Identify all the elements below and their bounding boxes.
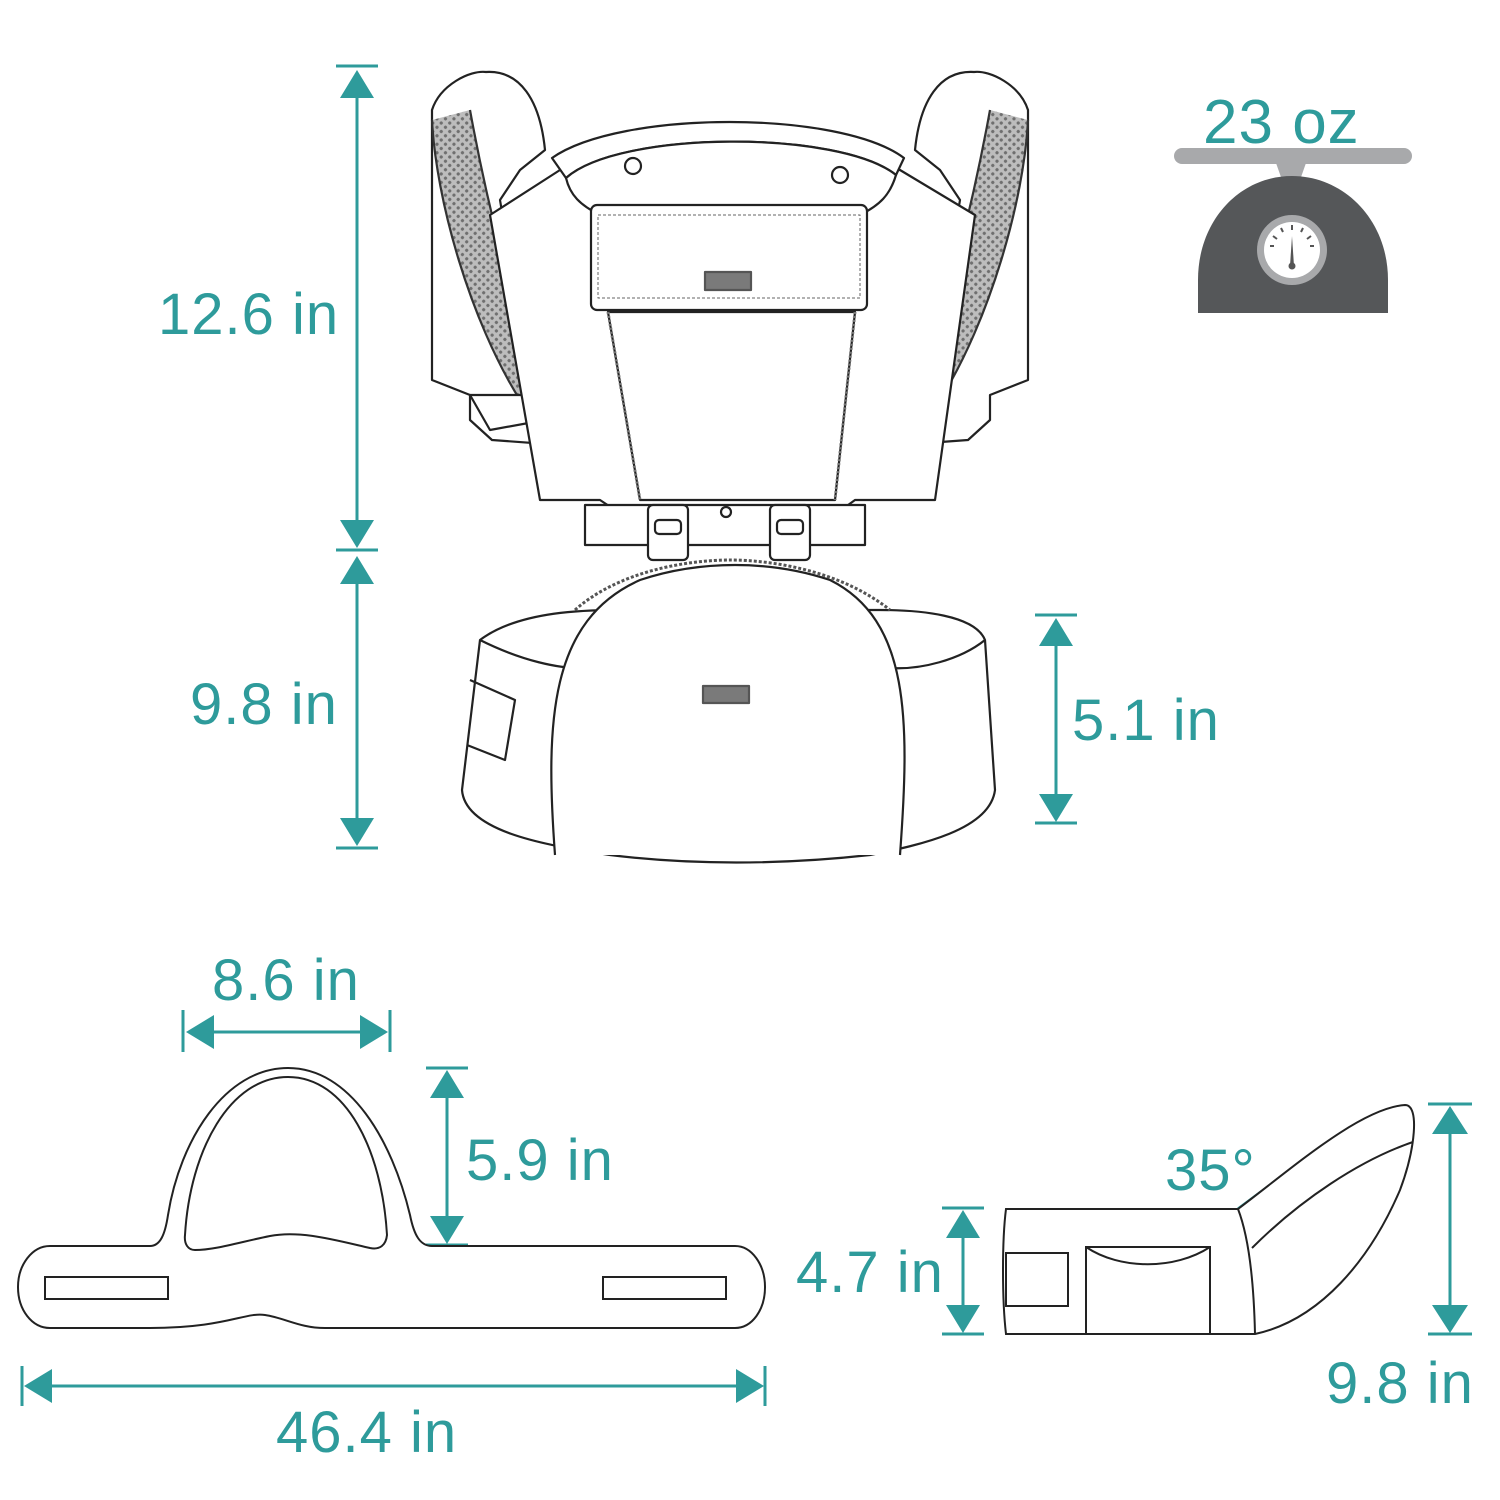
waist-belt-top-view <box>16 1066 767 1329</box>
seat-width-label: 8.6 in <box>212 948 360 1013</box>
angle-label: 35° <box>1165 1138 1256 1203</box>
carrier-front-view <box>430 70 1030 864</box>
seat-height-label: 5.1 in <box>1072 688 1220 753</box>
belt-length-label: 46.4 in <box>276 1400 458 1465</box>
seat-depth-label: 5.9 in <box>466 1128 614 1193</box>
side-height-label: 9.8 in <box>1326 1351 1474 1416</box>
weight-label: 23 oz <box>1203 88 1360 157</box>
upper-height-label: 12.6 in <box>158 282 340 347</box>
base-height-label: 4.7 in <box>796 1240 944 1305</box>
lower-height-label: 9.8 in <box>190 672 338 737</box>
hip-seat-side-view <box>1002 1103 1415 1335</box>
kitchen-scale-icon <box>1174 148 1412 313</box>
dimension-lines <box>20 64 1472 1406</box>
